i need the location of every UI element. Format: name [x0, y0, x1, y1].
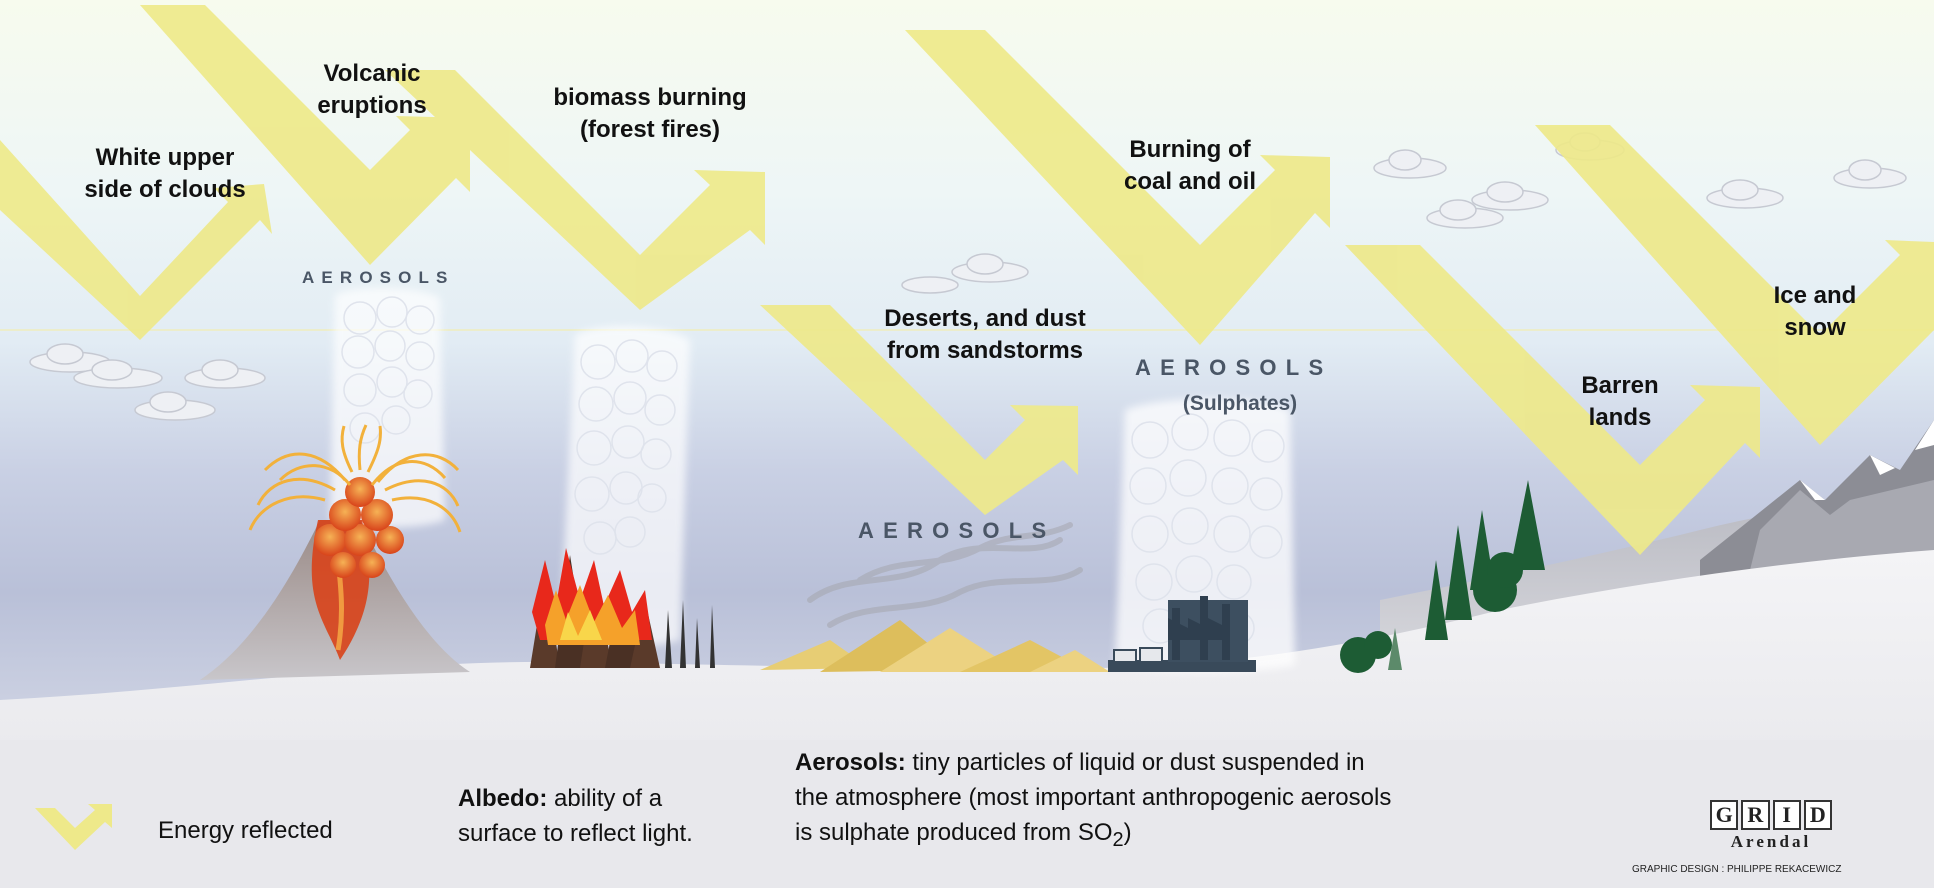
label-white-clouds-line2: side of clouds: [84, 176, 246, 204]
dust-swirls: [807, 522, 1083, 628]
logo-letter-d: D: [1803, 800, 1832, 830]
label-biomass-line1: biomass burning: [553, 84, 747, 111]
aerosols-definition-3: is sulphate produced from SO2): [795, 816, 1391, 855]
forest-trees: [1340, 480, 1545, 673]
label-deserts-line2: from sandstorms: [886, 337, 1084, 365]
label-biomass: biomass burning (forest fires): [535, 82, 765, 147]
label-deserts-line1: Deserts, and dust: [884, 305, 1086, 332]
clouds: [29, 132, 1907, 421]
grid-letters: G R I D: [1710, 800, 1832, 830]
legend-albedo: Albedo: ability of a surface to reflect …: [458, 782, 693, 852]
aerosols-definition-1: tiny particles of liquid or dust suspend…: [905, 749, 1365, 776]
aerosols-definition-2: the atmosphere (most important anthropog…: [795, 783, 1392, 811]
design-credit: GRAPHIC DESIGN : PHILIPPE REKACEWICZ: [1632, 864, 1842, 875]
aerosols-industry: AEROSOLS: [1135, 355, 1333, 380]
label-ice-snow-line1: Ice and: [1773, 282, 1857, 309]
logo-letter-r: R: [1741, 800, 1770, 830]
label-biomass-line2: (forest fires): [579, 116, 721, 144]
label-ice-snow: Ice and snow: [1755, 280, 1875, 345]
legend-band: [0, 740, 1934, 888]
logo-letter-g: G: [1710, 800, 1739, 830]
label-ice-snow-line2: snow: [1784, 314, 1846, 342]
so2-subscript: 2: [1112, 828, 1124, 851]
lava-sprays: [248, 424, 462, 533]
label-burning-coal-line1: Burning of: [1129, 136, 1251, 163]
label-barren-line2: lands: [1588, 404, 1652, 432]
desert-dunes: [760, 620, 1110, 672]
logo-letter-i: I: [1772, 800, 1801, 830]
forest-fire: [530, 548, 715, 668]
factory: [1108, 596, 1256, 672]
label-barren-line1: Barren: [1581, 372, 1659, 399]
albedo-definition-1: ability of a: [547, 785, 663, 812]
grid-arendal-logo: G R I D Arendal: [1710, 800, 1832, 852]
energy-reflected-arrow-icon: [35, 804, 112, 850]
aerosols-def3-text: is sulphate produced from SO: [795, 818, 1113, 846]
label-burning-coal-line2: coal and oil: [1123, 168, 1257, 196]
energy-arrows: [0, 5, 1934, 555]
label-volcanic-line1: Volcanic: [323, 60, 421, 87]
aerosols-desert: AEROSOLS: [858, 518, 1056, 543]
albedo-definition-2: surface to reflect light.: [458, 819, 693, 847]
albedo-term: Albedo:: [458, 785, 548, 812]
label-deserts: Deserts, and dust from sandstorms: [860, 303, 1110, 368]
legend-energy-reflected: Energy reflected: [158, 817, 333, 844]
aerosols-def3-close: ): [1123, 818, 1132, 846]
label-white-clouds: White upper side of clouds: [45, 142, 285, 207]
aerosols-sulphates: (Sulphates): [1182, 392, 1298, 415]
aerosols-term: Aerosols:: [795, 749, 906, 776]
legend-aerosols: Aerosols: tiny particles of liquid or du…: [795, 746, 1391, 854]
label-volcanic: Volcanic eruptions: [292, 58, 452, 123]
label-burning-coal: Burning of coal and oil: [1085, 134, 1295, 199]
aerosols-volcanic: AEROSOLS: [302, 268, 455, 287]
label-barren: Barren lands: [1565, 370, 1675, 435]
logo-arendal: Arendal: [1730, 832, 1812, 851]
label-volcanic-line2: eruptions: [317, 92, 427, 120]
lava-burst: [314, 477, 404, 578]
label-white-clouds-line1: White upper: [95, 144, 235, 171]
